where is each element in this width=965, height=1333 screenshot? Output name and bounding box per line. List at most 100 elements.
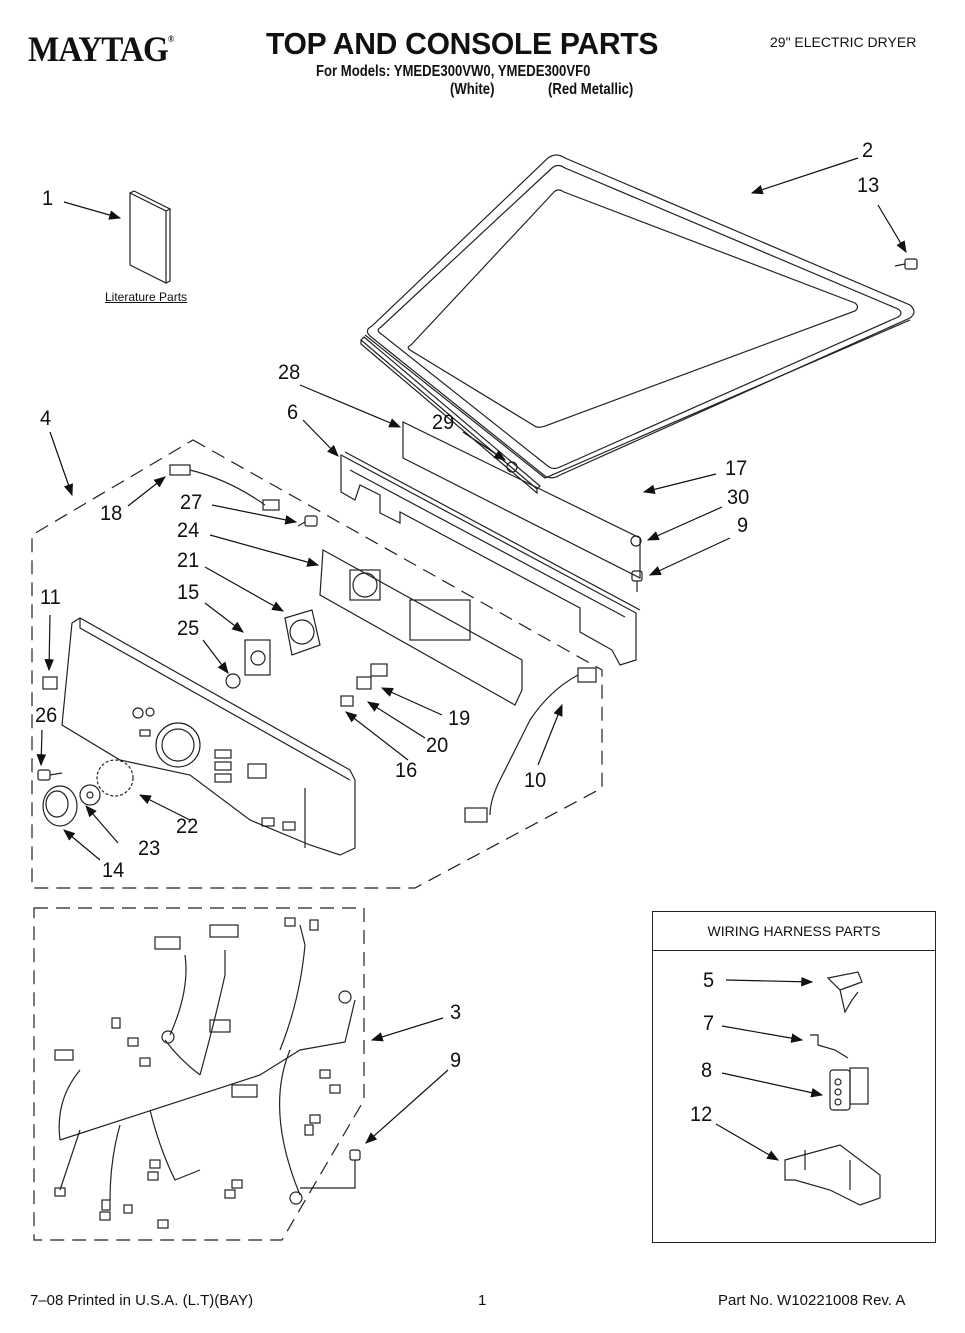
harness-18-icon: [169, 464, 280, 511]
callout-15: 15: [177, 581, 200, 604]
page-title: TOP AND CONSOLE PARTS: [266, 26, 659, 61]
leader-22: [138, 794, 191, 821]
leader-8: [721, 1072, 824, 1098]
callout-9-upper: 9: [737, 514, 749, 537]
leader-3: [370, 1017, 444, 1042]
leader-1: [63, 201, 122, 220]
main-wire-harness-icon: [54, 917, 356, 1229]
knob-housing-icon: [284, 609, 321, 656]
wiring-harness-parts-box: WIRING HARNESS PARTS: [652, 911, 936, 1243]
terminal-7-icon: [810, 1034, 849, 1059]
leader-21: [204, 566, 285, 612]
print-info: 7–08 Printed in U.S.A. (L.T)(BAY): [30, 1292, 254, 1309]
literature-parts-label: Literature Parts: [105, 290, 188, 304]
console-panel-icon: [61, 617, 356, 856]
leader-29: [462, 431, 506, 461]
callout-27: 27: [180, 491, 203, 514]
part-number: Part No. W10221008 Rev. A: [718, 1292, 906, 1309]
leader-23: [85, 805, 119, 844]
leader-30: [646, 506, 723, 541]
callout-25: 25: [177, 617, 200, 640]
leader-27: [211, 504, 298, 525]
screw-26-icon: [37, 769, 63, 781]
leader-7: [721, 1025, 804, 1043]
callout-29: 29: [432, 411, 455, 434]
electronic-control-icon: [319, 549, 523, 706]
callout-11: 11: [40, 586, 61, 609]
leader-11: [44, 614, 54, 672]
callout-2: 2: [862, 139, 874, 162]
callout-21: 21: [177, 549, 200, 572]
top-panel-icon: [364, 154, 915, 479]
ring-22-icon: [96, 759, 134, 797]
leader-20: [366, 701, 426, 739]
callout-7: 7: [703, 1012, 715, 1035]
callout-17: 17: [725, 457, 748, 480]
leader-10: [537, 703, 563, 766]
callout-4: 4: [40, 407, 52, 430]
main-harness-outline: [33, 907, 365, 1241]
screw-9b-icon: [300, 1149, 361, 1189]
grommet-30-icon: [630, 535, 642, 547]
models-line: For Models: YMEDE300VW0, YMEDE300VF0: [316, 63, 591, 80]
harness-10-icon: [464, 667, 597, 823]
button-20-icon: [356, 676, 372, 690]
callout-20: 20: [426, 734, 449, 757]
leader-5: [725, 976, 814, 987]
callout-23: 23: [138, 837, 161, 860]
cover-plate-icon: [402, 421, 641, 579]
leader-24: [209, 534, 320, 567]
callout-5: 5: [703, 969, 715, 992]
callout-6: 6: [287, 401, 299, 424]
callout-26: 26: [35, 704, 58, 727]
callout-30: 30: [727, 486, 750, 509]
callout-10: 10: [524, 769, 547, 792]
connector-8-icon: [829, 1067, 869, 1111]
leader-25: [202, 639, 229, 674]
wiring-harness-parts-title: WIRING HARNESS PARTS: [653, 912, 935, 951]
encoder-icon: [244, 639, 271, 676]
connector-12-icon: [784, 1144, 881, 1206]
leader-2: [750, 157, 859, 195]
screw-13-icon: [894, 258, 918, 270]
light-bezel-11-icon: [42, 676, 58, 690]
clip-5-icon: [826, 971, 863, 1014]
leader-15: [204, 602, 244, 633]
brand-logo: MAYTAG®: [28, 28, 174, 70]
console-assembly-outline: [31, 439, 603, 889]
callout-3: 3: [450, 1001, 462, 1024]
screw-27-icon: [297, 515, 318, 527]
callout-24: 24: [177, 519, 200, 542]
page-number: 1: [478, 1292, 487, 1309]
washer-23-icon: [79, 784, 101, 806]
callout-16: 16: [395, 759, 418, 782]
callout-19: 19: [448, 707, 471, 730]
disc-25-icon: [225, 673, 241, 689]
product-type: 29" ELECTRIC DRYER: [770, 34, 917, 50]
leader-16: [345, 711, 409, 761]
leader-14: [63, 829, 101, 861]
callout-9-lower: 9: [450, 1049, 462, 1072]
button-16-icon: [340, 695, 354, 707]
brand-name: MAYTAG: [28, 29, 169, 69]
model-color-red: (Red Metallic): [548, 81, 634, 98]
leader-13: [877, 204, 907, 254]
callout-22: 22: [176, 815, 199, 838]
leader-12: [715, 1123, 780, 1161]
leader-18: [127, 476, 166, 507]
leader-26: [36, 729, 47, 767]
callout-18: 18: [100, 502, 123, 525]
callout-14: 14: [102, 859, 125, 882]
callout-1: 1: [42, 187, 54, 210]
callout-13: 13: [857, 174, 880, 197]
leader-4: [49, 431, 73, 497]
callout-12: 12: [690, 1103, 713, 1126]
screw-9-icon: [631, 570, 643, 592]
console-bracket-icon: [340, 451, 641, 666]
knob-14-icon: [42, 785, 78, 827]
model-color-white: (White): [450, 81, 495, 98]
leader-9b: [365, 1069, 449, 1144]
button-19-icon: [370, 663, 388, 677]
callout-8: 8: [701, 1059, 713, 1082]
